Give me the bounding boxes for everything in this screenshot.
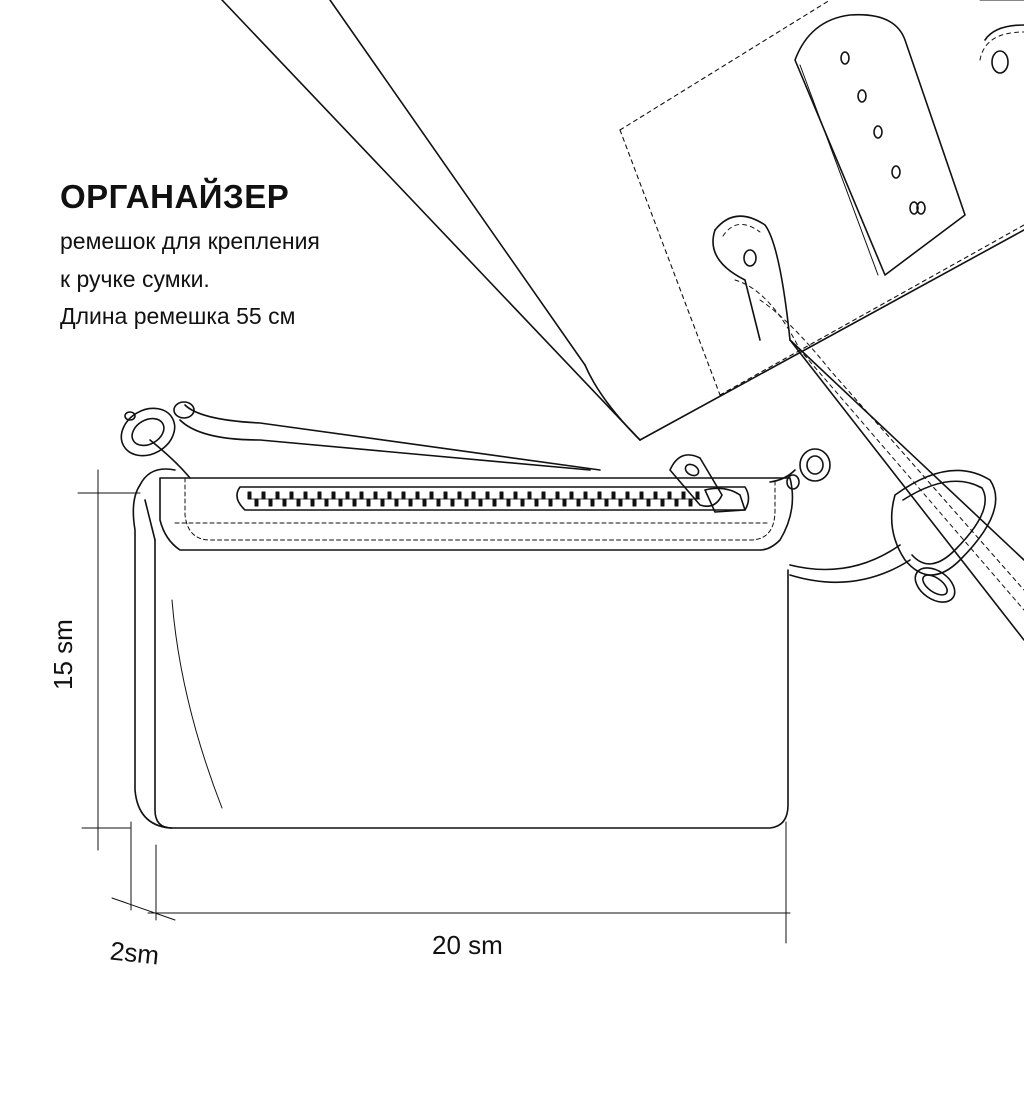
zipper-tooth bbox=[290, 492, 293, 499]
zipper-tooth bbox=[374, 492, 377, 499]
zipper-tooth bbox=[598, 492, 601, 499]
zipper-tooth bbox=[311, 499, 314, 506]
zipper-tooth bbox=[647, 499, 650, 506]
zipper-tooth bbox=[416, 492, 419, 499]
zipper-tooth bbox=[675, 499, 678, 506]
zipper-tooth bbox=[577, 499, 580, 506]
organizer-body bbox=[133, 469, 788, 828]
zipper-tooth bbox=[626, 492, 629, 499]
zipper-tooth bbox=[339, 499, 342, 506]
zipper-tooth bbox=[528, 492, 531, 499]
handbag-handle bbox=[713, 216, 1024, 640]
zipper-tooth bbox=[458, 492, 461, 499]
description-line-1: ремешок для крепления bbox=[60, 228, 320, 254]
depth-dimension-label: 2sm bbox=[108, 935, 161, 971]
zipper-tooth bbox=[486, 492, 489, 499]
zipper-panel bbox=[160, 478, 792, 550]
zipper-tooth bbox=[437, 499, 440, 506]
zipper-tooth bbox=[661, 499, 664, 506]
zipper-tooth bbox=[682, 492, 685, 499]
zipper-teeth bbox=[248, 492, 700, 506]
zipper-tooth bbox=[451, 499, 454, 506]
zipper-tooth bbox=[353, 499, 356, 506]
zipper-tooth bbox=[493, 499, 496, 506]
zipper-tooth bbox=[556, 492, 559, 499]
zipper-tooth bbox=[591, 499, 594, 506]
description-line-3: Длина ремешка 55 см bbox=[60, 303, 296, 329]
zipper-tooth bbox=[367, 499, 370, 506]
zipper-tooth bbox=[535, 499, 538, 506]
zipper-tooth bbox=[633, 499, 636, 506]
zipper-tooth bbox=[395, 499, 398, 506]
zipper-tooth bbox=[563, 499, 566, 506]
zipper-tooth bbox=[409, 499, 412, 506]
zipper-tooth bbox=[402, 492, 405, 499]
zipper-tooth bbox=[668, 492, 671, 499]
zipper-tooth bbox=[640, 492, 643, 499]
right-ring bbox=[787, 449, 830, 489]
zipper-tooth bbox=[479, 499, 482, 506]
zipper-tooth bbox=[360, 492, 363, 499]
zipper-tooth bbox=[297, 499, 300, 506]
zipper-tooth bbox=[507, 499, 510, 506]
zipper-tooth bbox=[318, 492, 321, 499]
zipper-tooth bbox=[619, 499, 622, 506]
left-ring bbox=[113, 399, 194, 465]
zipper-tooth bbox=[472, 492, 475, 499]
zipper-tooth bbox=[570, 492, 573, 499]
zipper-tooth bbox=[696, 492, 699, 499]
zipper-tooth bbox=[255, 499, 258, 506]
zipper-tooth bbox=[283, 499, 286, 506]
zipper-tooth bbox=[612, 492, 615, 499]
zipper-tooth bbox=[514, 492, 517, 499]
zipper-tooth bbox=[276, 492, 279, 499]
zipper-tooth bbox=[605, 499, 608, 506]
title: ОРГАНАЙЗЕР bbox=[60, 178, 290, 215]
zipper-tooth bbox=[465, 499, 468, 506]
zipper-tooth bbox=[388, 492, 391, 499]
handle-tab bbox=[980, 25, 1024, 73]
zipper-tooth bbox=[654, 492, 657, 499]
zipper-tooth bbox=[325, 499, 328, 506]
dimension-lines bbox=[78, 470, 790, 943]
strap-loop bbox=[790, 470, 996, 609]
height-dimension-label: 15 sm bbox=[48, 619, 78, 690]
zipper-tooth bbox=[269, 499, 272, 506]
zipper-pull bbox=[670, 455, 745, 512]
zipper-tooth bbox=[549, 499, 552, 506]
zipper-tooth bbox=[381, 499, 384, 506]
zipper-tooth bbox=[346, 492, 349, 499]
description-line-2: к ручке сумки. bbox=[60, 266, 210, 292]
zipper-tooth bbox=[248, 492, 251, 499]
width-dimension-label: 20 sm bbox=[432, 930, 503, 960]
handbag-body bbox=[222, 0, 1024, 440]
zipper-tooth bbox=[444, 492, 447, 499]
zipper-tooth bbox=[262, 492, 265, 499]
zipper-tooth bbox=[500, 492, 503, 499]
zipper-tooth bbox=[423, 499, 426, 506]
zipper-tooth bbox=[689, 499, 692, 506]
zipper-tooth bbox=[332, 492, 335, 499]
handbag-flap bbox=[795, 15, 965, 275]
zipper-tooth bbox=[521, 499, 524, 506]
zipper-tooth bbox=[304, 492, 307, 499]
zipper-tooth bbox=[430, 492, 433, 499]
zipper-tooth bbox=[542, 492, 545, 499]
zipper-tooth bbox=[584, 492, 587, 499]
